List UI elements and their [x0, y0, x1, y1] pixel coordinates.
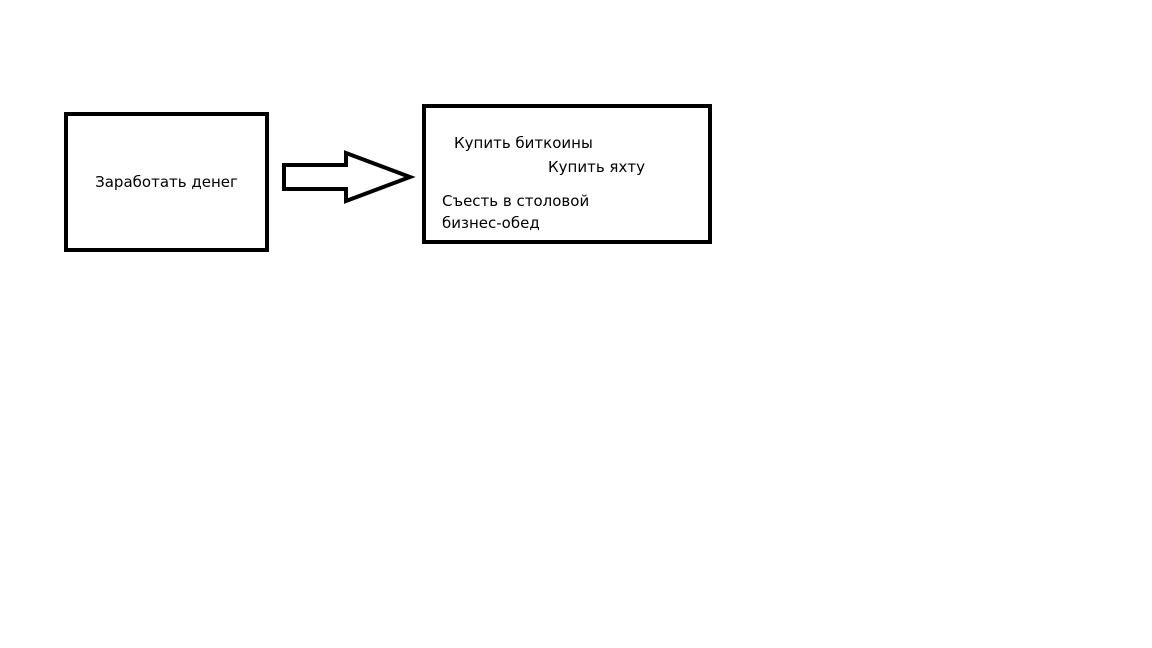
target-item-business-lunch-line-1: Съесть в столовой: [442, 192, 590, 210]
target-item-buy-yacht: Купить яхту: [548, 158, 645, 176]
source-label: Заработать денег: [95, 173, 238, 191]
target-item-buy-bitcoin: Купить биткоины: [454, 134, 593, 152]
source-box: Заработать денег: [64, 112, 269, 252]
arrow-right-icon: [282, 150, 416, 204]
target-item-business-lunch: Съесть в столовой бизнес-обед: [442, 190, 589, 234]
target-item-business-lunch-line-2: бизнес-обед: [442, 214, 540, 232]
target-box: Купить биткоины Купить яхту Съесть в сто…: [422, 104, 712, 244]
